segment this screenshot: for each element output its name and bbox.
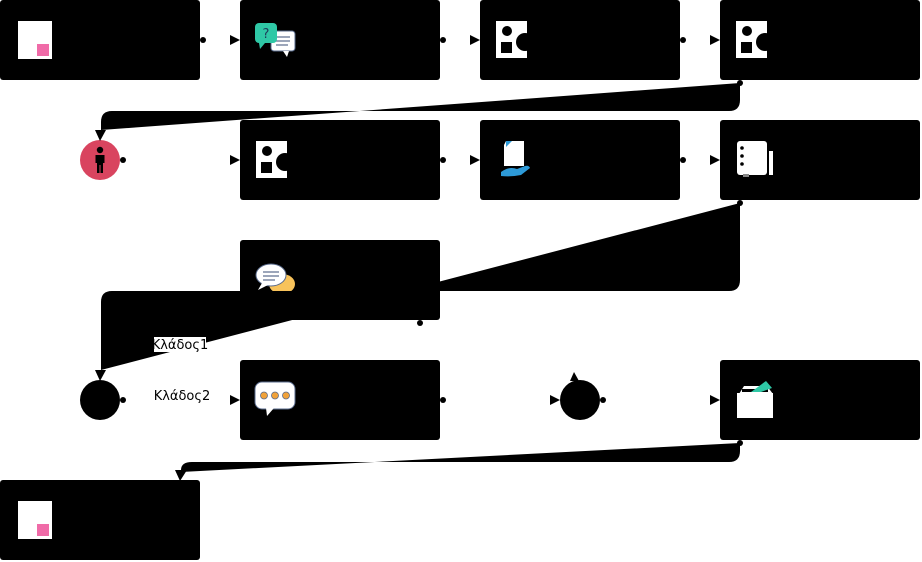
chat-bubbles-icon <box>255 263 295 298</box>
notebook-icon <box>737 141 773 177</box>
ballot-box-icon <box>737 381 773 418</box>
task-node-6[interactable] <box>480 120 680 200</box>
task-node-10[interactable] <box>720 360 920 440</box>
shapes-icon <box>256 141 294 178</box>
task-node-11[interactable] <box>0 480 200 560</box>
branch-label-1: Κλάδος1 <box>152 337 209 353</box>
document-icon <box>18 501 52 539</box>
start-event[interactable] <box>80 140 120 180</box>
task-node-1[interactable] <box>0 0 200 80</box>
connectors <box>95 35 743 481</box>
gateway-1[interactable] <box>80 380 120 420</box>
task-node-3[interactable] <box>480 0 680 80</box>
task-node-4[interactable] <box>720 0 920 80</box>
shapes-icon <box>736 21 774 58</box>
branch-label-2-text: Κλάδος2 <box>154 389 211 404</box>
question-chat-icon: ? <box>255 23 296 57</box>
task-node-9[interactable] <box>240 360 440 440</box>
hand-document-icon <box>501 141 530 177</box>
svg-text:?: ? <box>263 27 270 42</box>
gateway-2[interactable] <box>560 380 600 420</box>
task-node-5[interactable] <box>240 120 440 200</box>
document-icon <box>18 21 52 59</box>
branch-label-1-text: Κλάδος1 <box>152 338 209 353</box>
shapes-icon <box>496 21 534 58</box>
branch-label-2: Κλάδος2 <box>154 389 211 404</box>
task-node-2[interactable]: ? <box>240 0 440 80</box>
person-icon <box>95 146 105 173</box>
typing-bubble-icon <box>254 381 296 416</box>
task-node-7[interactable] <box>720 120 920 200</box>
